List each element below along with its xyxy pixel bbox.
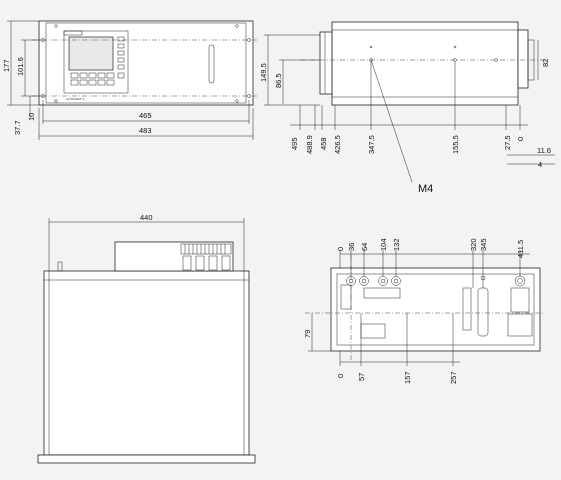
cooling-fins — [184, 244, 226, 254]
dim-height-inner: 101.6 — [16, 57, 25, 76]
screw-label: M4 — [418, 183, 433, 195]
keypad — [70, 36, 125, 86]
m4-leader — [370, 59, 413, 183]
dim-rear-top-3: 104 — [379, 238, 388, 251]
heat-sink — [180, 243, 232, 255]
dim-rear-bottom-1: 57 — [357, 373, 366, 381]
dim-rear-left: 79 — [303, 330, 312, 338]
top-housing — [43, 270, 250, 456]
dim-side-h-6: 27.5 — [503, 135, 512, 150]
terminal-strip — [363, 287, 401, 299]
operator-panel — [63, 30, 129, 94]
side-housing — [331, 21, 519, 106]
dim-rear-top-7: 411.5 — [516, 240, 525, 258]
rear-panel — [330, 267, 541, 352]
bottom-rail — [37, 454, 256, 464]
dim-rear-top-2: 64 — [360, 243, 369, 251]
front-view: ULTRAMAT 6 177 101.6 10 37.7 465 483 — [2, 20, 258, 140]
top-post — [57, 261, 63, 272]
dim-rear-top-5: 320 — [469, 238, 478, 251]
dim-bottom: 37.7 — [13, 120, 22, 135]
side-view: 149.5 86.5 82 495 488.9 458 426.5 347.5 … — [259, 21, 555, 195]
dim-rear-top-0: 0 — [336, 247, 345, 251]
dim-side-height: 149.5 — [259, 63, 268, 82]
dim-side-h-0: 495 — [290, 137, 299, 150]
dim-rear-bottom-0: 0 — [336, 374, 345, 378]
rear-view: 0 36 64 104 132 320 345 411.5 79 0 57 15… — [303, 238, 545, 384]
dim-height: 177 — [2, 59, 11, 72]
dim-side-right-a: 11.6 — [537, 146, 551, 155]
logo-plate — [63, 30, 83, 36]
dim-top-width: 440 — [140, 213, 153, 222]
dim-side-h-1: 488.9 — [305, 135, 314, 154]
top-connectors — [182, 255, 231, 271]
dim-side-h-4: 347.5 — [367, 135, 376, 154]
dim-rear-bottom-2: 157 — [403, 371, 412, 384]
top-view: 440 — [37, 213, 256, 464]
lcd-display — [68, 36, 114, 71]
dim-rear-top-6: 345 — [479, 238, 488, 251]
dim-side-right: 82 — [541, 59, 550, 67]
dim-offset: 10 — [27, 113, 36, 121]
dim-side-h-2: 458 — [319, 137, 328, 150]
handle-slot — [208, 44, 215, 84]
dim-width-outer: 483 — [139, 126, 152, 135]
front-flange — [319, 31, 333, 95]
rear-connector — [517, 29, 529, 89]
dim-side-mid: 86.5 — [274, 73, 283, 88]
dim-width-inner: 465 — [139, 111, 152, 120]
dim-side-h-7: 0 — [516, 137, 525, 141]
dim-side-h-3: 426.5 — [333, 135, 342, 154]
dim-side-right-b: 4 — [538, 160, 542, 169]
dim-side-h-5: 155.5 — [451, 135, 460, 154]
dim-rear-bottom-3: 257 — [449, 371, 458, 384]
front-brand-text: ULTRAMAT 6 — [66, 97, 85, 101]
dim-rear-top-1: 36 — [347, 243, 356, 251]
dim-rear-top-4: 132 — [392, 238, 401, 251]
front-panel-inner — [45, 22, 247, 104]
rear-module — [114, 241, 234, 272]
